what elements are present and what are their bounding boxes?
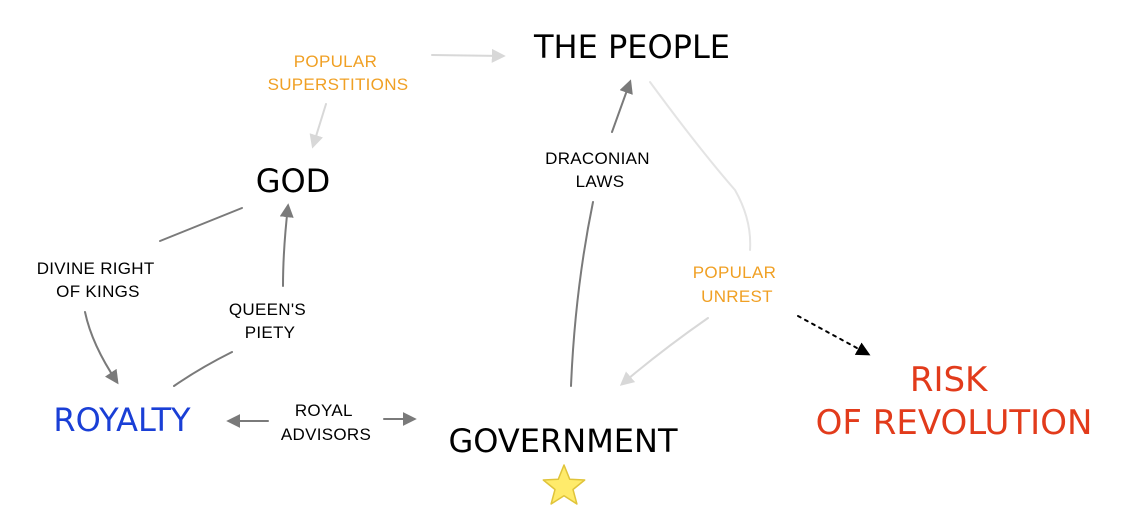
node-royalty: ROYALTY	[53, 401, 191, 439]
edge-label-line: POPULAR	[294, 52, 377, 71]
edge-label-royal-advisors: ROYAL ADVISORS	[281, 401, 371, 444]
edge-popular-superstitions-to-people	[431, 48, 506, 63]
edge-queens-piety-to-god	[279, 203, 294, 287]
edge-label-line: ADVISORS	[281, 425, 371, 444]
edge-draconian-laws-government-line	[570, 201, 594, 387]
edge-label-line: DRACONIAN	[545, 149, 650, 168]
edge-label-line: POPULAR	[693, 263, 776, 282]
edge-label-queens-piety: QUEEN'S PIETY	[229, 300, 311, 342]
edge-divine-right-to-royalty	[84, 311, 119, 385]
star-icon	[542, 464, 586, 505]
edge-label-line: PIETY	[245, 323, 296, 342]
edge-label-line: OF KINGS	[56, 282, 140, 301]
edge-label-line: SUPERSTITIONS	[268, 75, 409, 94]
node-risk-line1: RISK	[910, 360, 989, 400]
edge-unrest-to-risk	[797, 315, 871, 356]
edge-label-line: DIVINE RIGHT	[37, 259, 155, 278]
edge-popular-unrest-to-government	[619, 317, 709, 386]
edge-label-line: UNREST	[701, 287, 773, 306]
node-risk-line2: OF REVOLUTION	[816, 403, 1093, 443]
node-god: GOD	[256, 162, 331, 200]
edge-popular-unrest-people-line	[649, 81, 752, 251]
edge-label-draconian-laws: DRACONIAN LAWS	[545, 149, 655, 191]
node-the-people: THE PEOPLE	[533, 28, 730, 66]
edge-label-line: QUEEN'S	[229, 300, 306, 319]
edge-label-popular-unrest: POPULAR UNREST	[693, 263, 781, 306]
edge-popular-superstitions-to-god	[309, 103, 327, 149]
edge-label-divine-right: DIVINE RIGHT OF KINGS	[37, 259, 160, 301]
node-risk-of-revolution: RISK OF REVOLUTION	[816, 360, 1093, 443]
edge-queens-piety-royalty-line	[173, 351, 233, 387]
node-government: GOVERNMENT	[448, 422, 677, 460]
edge-label-popular-superstitions: POPULAR SUPERSTITIONS	[268, 52, 409, 94]
edge-divine-right-god-line	[159, 207, 243, 242]
edge-label-line: ROYAL	[295, 401, 352, 420]
edge-label-line: LAWS	[576, 172, 625, 191]
edge-draconian-laws-to-people	[611, 79, 633, 133]
